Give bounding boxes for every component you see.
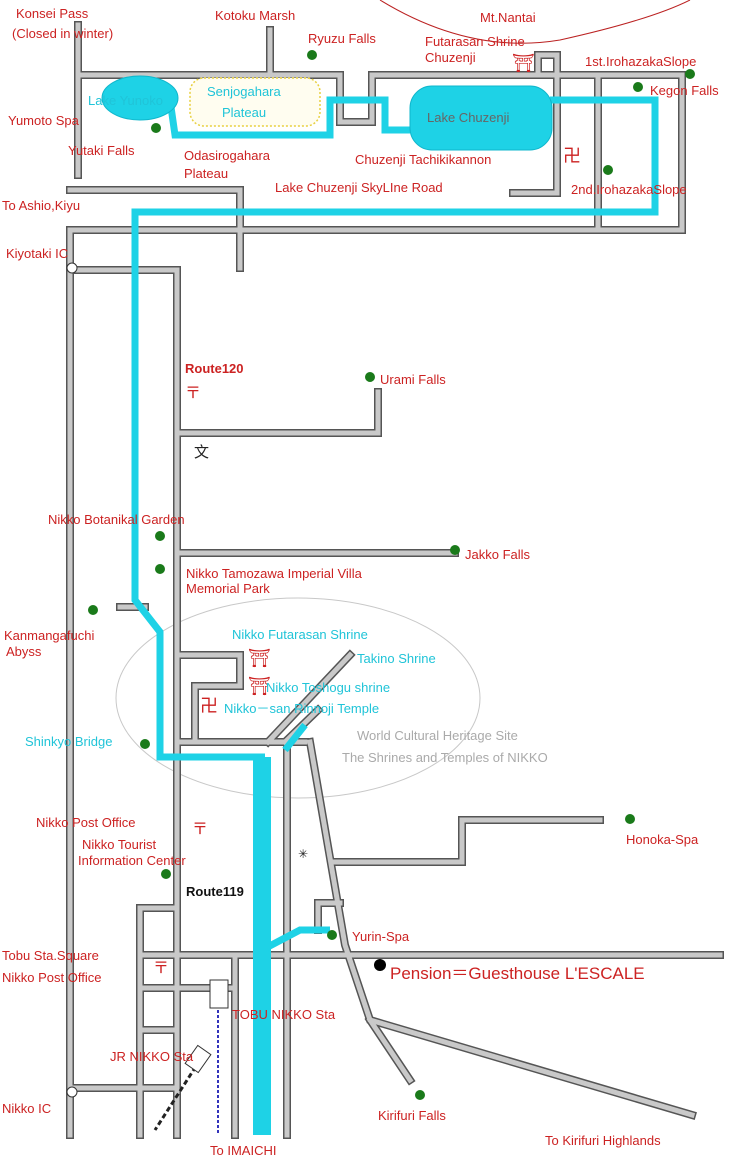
label-toshogu-shrine: Nikko Toshogu shrine	[266, 680, 390, 695]
kirifuri-falls-marker	[415, 1090, 425, 1100]
school-icon: 文	[194, 443, 209, 461]
label-heritage-site: World Cultural Heritage Site	[357, 728, 518, 743]
road-network	[66, 21, 724, 1139]
yutaki-falls-marker	[151, 123, 161, 133]
honoka-spa-marker	[625, 814, 635, 824]
label-nikko-post-office-2: Nikko Post Office	[2, 970, 101, 985]
label-rinnoji-temple: Nikko－san Rinnoji Temple	[224, 701, 379, 716]
kiyotaki-ic-marker	[66, 262, 78, 274]
jr-station-building	[184, 1044, 212, 1074]
temple-manji-icon: 卍	[563, 146, 581, 167]
label-route119: Route119	[186, 884, 244, 899]
label-tamozawa-2: Memorial Park	[186, 581, 270, 596]
torii-icon: ⛩	[248, 648, 271, 669]
mt-nantai-outline	[379, 0, 691, 44]
police-icon: ✳	[298, 847, 308, 861]
jr-railway	[153, 1059, 202, 1131]
kanmangafuchi-marker	[88, 605, 98, 615]
post-office-icon: 〒	[192, 819, 208, 838]
temple-manji-icon: 卍	[200, 696, 218, 717]
label-irohazaka-1st: 1st.IrohazakaSlope	[585, 54, 696, 69]
label-yurin-spa: Yurin-Spa	[352, 929, 410, 944]
kegon-falls-marker	[633, 82, 643, 92]
shinkyo-bridge-marker	[140, 739, 150, 749]
label-tourist-info-2: Information Center	[78, 853, 186, 868]
label-tobu-nikko-sta: TOBU NIKKO Sta	[232, 1007, 336, 1022]
urami-falls-marker	[365, 372, 375, 382]
label-to-kirifuri-highlands: To Kirifuri Highlands	[545, 1133, 661, 1148]
post-office-icon: 〒	[153, 958, 169, 977]
label-jr-nikko-sta: JR NIKKO Sta	[110, 1049, 194, 1064]
heritage-area-ellipse	[115, 597, 481, 799]
label-kanmangafuchi: Kanmangafuchi	[4, 628, 94, 643]
label-konsei-closed: (Closed in winter)	[12, 26, 113, 41]
label-futarasan-chuzenji-2: Chuzenji	[425, 50, 476, 65]
label-lake-yunoko: Lake Yunoko	[88, 93, 163, 108]
label-konsei-pass: Konsei Pass	[16, 6, 89, 21]
label-odasirogahara-2: Plateau	[184, 166, 228, 181]
label-botanical-garden: Nikko Botanikal Garden	[48, 512, 185, 527]
label-takino-shrine: Takino Shrine	[357, 651, 436, 666]
water-features	[101, 75, 659, 1135]
label-urami-falls: Urami Falls	[380, 372, 446, 387]
label-kanmangafuchi-2: Abyss	[6, 644, 42, 659]
label-mt-nantai: Mt.Nantai	[480, 10, 536, 25]
label-nikko-post-office: Nikko Post Office	[36, 815, 135, 830]
irohazaka-2nd-marker	[603, 165, 613, 175]
label-jakko-falls: Jakko Falls	[465, 547, 531, 562]
label-route120: Route120	[185, 361, 244, 376]
map-labels: Mt.Nantai Konsei Pass (Closed in winter)…	[2, 6, 719, 1158]
label-nikko-ic: Nikko IC	[2, 1101, 51, 1116]
label-yutaki-falls: Yutaki Falls	[68, 143, 135, 158]
label-tourist-info: Nikko Tourist	[82, 837, 157, 852]
label-to-ashio: To Ashio,Kiyu	[2, 198, 80, 213]
poi-markers	[88, 50, 695, 1100]
label-senjogahara: Senjogahara	[207, 84, 281, 99]
yurin-spa-marker	[327, 930, 337, 940]
label-heritage-site-2: The Shrines and Temples of NIKKO	[342, 750, 548, 765]
label-futarasan-chuzenji: Futarasan Shrine	[425, 34, 525, 49]
label-irohazaka-2nd: 2nd.IrohazakaSlope	[571, 182, 687, 197]
label-tobu-square: Tobu Sta.Square	[2, 948, 99, 963]
label-odasirogahara: Odasirogahara	[184, 148, 271, 163]
tobu-station-building	[209, 979, 229, 1009]
label-honoka-spa: Honoka-Spa	[626, 832, 699, 847]
label-shinkyo-bridge: Shinkyo Bridge	[25, 734, 112, 749]
senjogahara-plateau-area	[189, 77, 321, 127]
label-tamozawa: Nikko Tamozawa Imperial Villa	[186, 566, 363, 581]
label-pension: Pension＝Guesthouse L'ESCALE	[390, 964, 645, 983]
label-yumoto-spa: Yumoto Spa	[8, 113, 80, 128]
label-kiyotaki-ic: Kiyotaki IC	[6, 246, 68, 261]
label-senjogahara-2: Plateau	[222, 105, 266, 120]
label-to-imaichi: To IMAICHI	[210, 1143, 276, 1158]
torii-icon: ⛩	[512, 53, 535, 74]
tourist-info-marker	[161, 869, 171, 879]
label-ryuzu-falls: Ryuzu Falls	[308, 31, 376, 46]
label-kirifuri-falls: Kirifuri Falls	[378, 1108, 446, 1123]
label-chuzenji-tachikikannon: Chuzenji Tachikikannon	[355, 152, 491, 167]
lake-yunoko	[101, 75, 179, 121]
label-skyline-road: Lake Chuzenji SkyLIne Road	[275, 180, 443, 195]
tamozawa-marker	[155, 564, 165, 574]
label-lake-chuzenji: Lake Chuzenji	[427, 110, 509, 125]
label-kotoku-marsh: Kotoku Marsh	[215, 8, 295, 23]
nikko-ic-marker	[66, 1086, 78, 1098]
botanical-garden-marker	[155, 531, 165, 541]
irohazaka-1st-marker	[685, 69, 695, 79]
torii-icon: ⛩	[248, 676, 271, 697]
jakko-falls-marker	[450, 545, 460, 555]
post-office-icon: 〒	[185, 383, 201, 402]
label-futarasan-shrine: Nikko Futarasan Shrine	[232, 627, 368, 642]
label-kegon-falls: Kegon Falls	[650, 83, 719, 98]
pension-marker[interactable]	[374, 959, 386, 971]
ryuzu-falls-marker	[307, 50, 317, 60]
lake-chuzenji	[409, 85, 553, 151]
